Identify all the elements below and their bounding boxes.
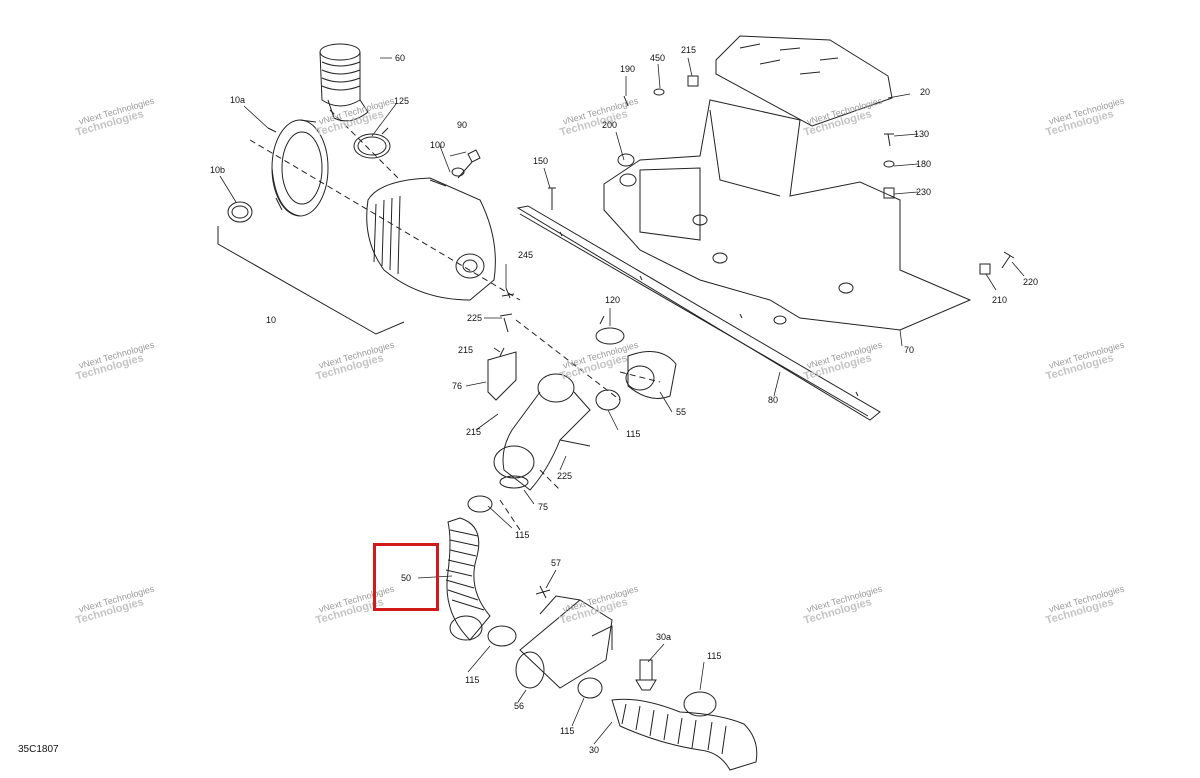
dashed-axis-1: [249, 109, 521, 301]
dashed-axis-2: [499, 319, 661, 531]
washer-180: [883, 160, 895, 168]
part-label-150[interactable]: 150: [533, 156, 549, 166]
part-label-225a[interactable]: 225: [467, 313, 483, 323]
elbow-55: [625, 351, 677, 399]
part-label-30[interactable]: 30: [589, 745, 600, 755]
cap-10b: [227, 201, 253, 223]
part-label-210[interactable]: 210: [992, 295, 1008, 305]
part-label-30a[interactable]: 30a: [656, 632, 672, 642]
throttle-56: [515, 595, 613, 689]
part-label-50[interactable]: 50: [401, 573, 412, 583]
nut-230: [883, 187, 895, 199]
grommet-200: [617, 153, 635, 167]
bellows-60: [319, 43, 369, 122]
part-label-245[interactable]: 245: [518, 250, 534, 260]
clamp-115d: [577, 677, 603, 699]
part-label-450[interactable]: 450: [650, 53, 666, 63]
part-label-56[interactable]: 56: [514, 701, 525, 711]
part-label-10[interactable]: 10: [266, 315, 277, 325]
leader-lines: [219, 57, 1025, 745]
part-label-115e[interactable]: 115: [707, 651, 722, 661]
part-label-180[interactable]: 180: [916, 159, 932, 169]
part-label-80[interactable]: 80: [768, 395, 779, 405]
part-label-57[interactable]: 57: [551, 558, 562, 568]
washer-100: [451, 167, 465, 177]
screw-220: [1001, 251, 1015, 269]
part-label-225b[interactable]: 225: [557, 471, 573, 481]
part-label-120[interactable]: 120: [605, 295, 621, 305]
part-label-200[interactable]: 200: [602, 120, 618, 130]
part-label-100[interactable]: 100: [430, 140, 446, 150]
part-label-130[interactable]: 130: [914, 129, 930, 139]
part-label-75[interactable]: 75: [538, 502, 549, 512]
filter-10: [366, 177, 496, 301]
screw-150: [548, 187, 556, 210]
part-label-230[interactable]: 230: [916, 187, 932, 197]
diagram-code: 35C1807: [18, 744, 59, 755]
rail-80: [516, 205, 881, 421]
screw-57: [535, 585, 551, 599]
clamp-125: [353, 127, 391, 159]
part-label-10a[interactable]: 10a: [230, 95, 246, 105]
highlight-box: [373, 543, 439, 611]
part-label-10b[interactable]: 10b: [210, 165, 226, 175]
part-label-115d[interactable]: 115: [560, 726, 575, 736]
clamp-120: [595, 315, 625, 345]
screw-130: [884, 133, 894, 147]
clamp-115c: [487, 625, 517, 647]
part-label-70[interactable]: 70: [904, 345, 915, 355]
bracket-76: [487, 347, 517, 401]
part-label-215a[interactable]: 215: [458, 345, 474, 355]
screw-190: [623, 95, 629, 107]
part-label-115a[interactable]: 115: [626, 429, 641, 439]
cover-20: [715, 35, 893, 127]
screw-245: [501, 287, 515, 299]
duct-50: [445, 517, 491, 641]
airbox-70: [603, 99, 972, 331]
part-label-220[interactable]: 220: [1023, 277, 1039, 287]
washer-450: [653, 88, 665, 96]
clamp-115a: [595, 389, 621, 411]
part-label-115c[interactable]: 115: [465, 675, 480, 685]
part-label-20[interactable]: 20: [920, 87, 931, 97]
part-label-215c[interactable]: 215: [681, 45, 697, 55]
housing-10a: [267, 119, 329, 217]
screw-90: [457, 149, 481, 179]
part-label-190[interactable]: 190: [620, 64, 636, 74]
part-label-55[interactable]: 55: [676, 407, 687, 417]
clamp-115e: [683, 691, 717, 717]
part-label-215b[interactable]: 215: [466, 427, 482, 437]
part-label-125[interactable]: 125: [394, 96, 410, 106]
clamp-115b: [467, 495, 493, 513]
bolt-225a: [499, 313, 513, 333]
bracket-line-10: [217, 226, 405, 335]
sensor-30a: [635, 659, 657, 691]
resonator-75: [493, 373, 591, 491]
hose-30: [611, 698, 758, 771]
part-label-60[interactable]: 60: [395, 53, 406, 63]
part-label-76[interactable]: 76: [452, 381, 463, 391]
clip-210: [979, 263, 991, 275]
clip-215-top: [687, 75, 699, 87]
part-label-90[interactable]: 90: [457, 120, 468, 130]
part-label-115b[interactable]: 115: [515, 530, 530, 540]
